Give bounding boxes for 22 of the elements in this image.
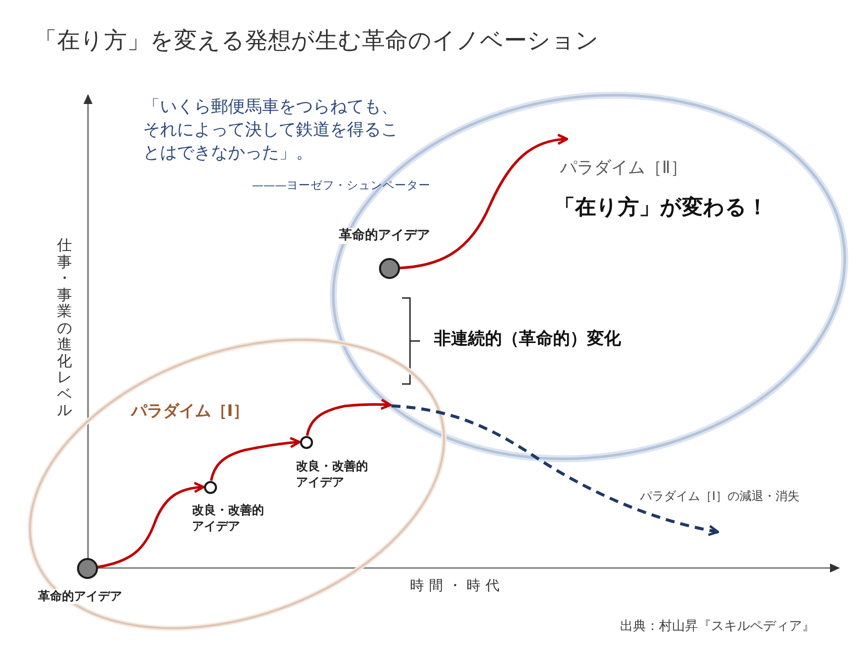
trend-label: パラダイム［Ⅰ］の減退・消失 — [640, 489, 800, 504]
idea-caption: 革命的アイデア — [339, 228, 430, 244]
axis-label: 時間・時代 — [410, 578, 504, 596]
idea-dot — [378, 258, 400, 278]
idea-dot — [76, 558, 98, 578]
arrow — [210, 436, 301, 481]
source-note: 出典：村山昇『スキルペディア』 — [620, 619, 815, 636]
arrow — [97, 482, 205, 568]
idea-caption: 革命的アイデア — [38, 589, 122, 604]
headline-text: 「在り方」が変わる！ — [554, 194, 768, 220]
paradigm-label: パラダイム［Ⅱ］ — [560, 158, 688, 180]
arrow — [306, 398, 392, 436]
dashed-arrow — [391, 404, 720, 536]
paradigm-label: パラダイム［Ⅰ］ — [131, 401, 249, 421]
quote-text: 「いくら郵便馬車をつらねても、それによって決して鉄道を得ることはできなかった」。 — [143, 96, 399, 165]
idea-dot — [300, 436, 312, 448]
change-label: 非連続的（革命的）変化 — [434, 329, 621, 350]
axis-label: 仕事・事業の進化レベル — [57, 237, 72, 418]
idea-dot — [204, 480, 216, 494]
diagram-title: 「在り方」を変える発想が生む革命のイノベーション — [34, 27, 599, 56]
arrow — [399, 134, 568, 270]
quote-attribution: ———ヨーゼフ・シュンペーター — [252, 178, 430, 192]
